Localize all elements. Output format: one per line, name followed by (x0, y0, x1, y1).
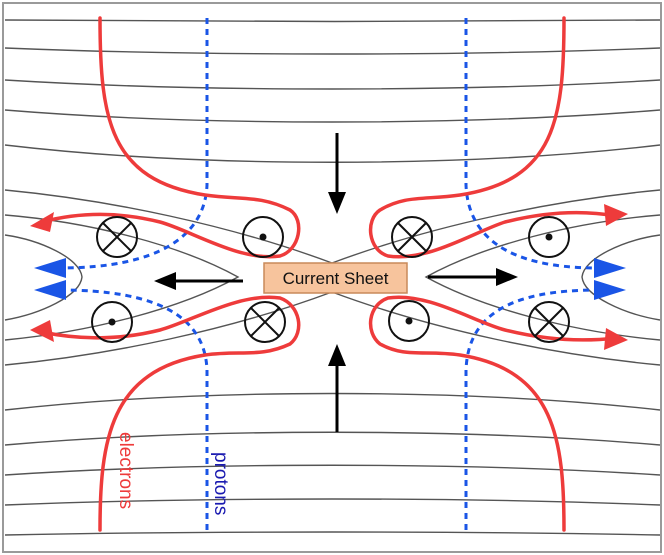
proton-path (464, 18, 599, 270)
electron-path (40, 295, 301, 532)
electron-path (368, 16, 618, 259)
field-line (4, 214, 240, 341)
field-line (4, 79, 661, 90)
protons-label: protons (210, 452, 231, 515)
outflow-arrow-left (154, 272, 243, 290)
electron-path (368, 295, 618, 532)
field-line (4, 109, 661, 123)
proton-arrowhead-left-upper (34, 258, 66, 278)
field-line (4, 47, 661, 55)
field-line (424, 214, 661, 341)
circle-dot-icon (528, 216, 570, 258)
flow-arrows (154, 133, 518, 432)
proton-arrowhead-right-lower (594, 280, 626, 300)
field-line (581, 234, 661, 321)
current-sheet-box (263, 262, 408, 294)
proton-path (464, 288, 599, 530)
outflow-arrow-right (428, 268, 518, 286)
circle-cross-icon (96, 216, 138, 258)
field-line (4, 234, 83, 321)
electrons-label: electrons (115, 432, 136, 509)
electron-arrowheads (30, 204, 628, 350)
out-of-page-symbols (91, 216, 570, 343)
current-sheet-label: Current Sheet (283, 269, 389, 288)
field-line (4, 431, 661, 446)
field-line (4, 19, 661, 23)
inflow-arrow-top (328, 133, 346, 214)
electron-arrowhead-left-upper (30, 212, 54, 232)
into-page-symbols (96, 216, 570, 343)
circle-dot-icon (388, 300, 430, 342)
electron-arrowhead-right-upper (604, 204, 628, 226)
proton-arrowhead-right-upper (594, 258, 626, 278)
proton-path (59, 288, 209, 530)
field-line (4, 392, 661, 411)
circle-dot-icon (91, 301, 133, 343)
field-line (4, 498, 661, 506)
electron-paths (40, 16, 618, 532)
proton-arrowhead-left-lower (34, 280, 66, 300)
field-line (4, 531, 661, 536)
field-line (4, 144, 661, 163)
electron-arrowhead-left-lower (30, 320, 54, 342)
circle-dot-icon (242, 216, 284, 258)
electron-path (40, 16, 301, 259)
field-line (4, 464, 661, 476)
circle-cross-icon (391, 216, 433, 258)
circle-cross-icon (528, 301, 570, 343)
inflow-arrow-bottom (328, 344, 346, 432)
magnetic-field-lines (4, 19, 661, 536)
circle-cross-icon (244, 301, 286, 343)
electron-arrowhead-right-lower (604, 328, 628, 350)
proton-arrowheads (34, 258, 626, 300)
